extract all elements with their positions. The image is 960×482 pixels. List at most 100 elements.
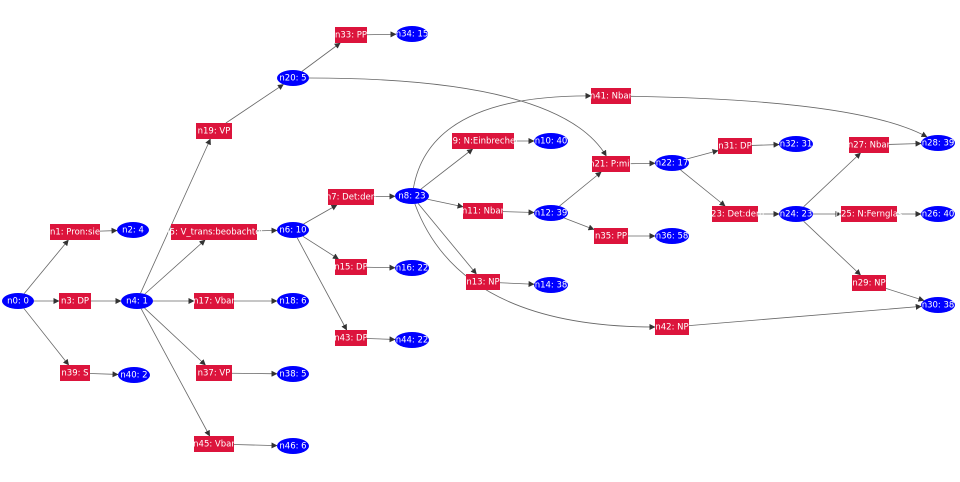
edge-n4-n37 [144,307,206,366]
category-node-shape [196,365,232,381]
edge-n27-n28 [888,140,922,147]
node-n41: n41: Nbar [590,88,633,104]
edge-n12-n35 [564,217,595,231]
node-n5: n5: V_trans:beobachtet [164,224,264,240]
node-n14: n14: 38 [534,277,568,293]
edge-layer [23,31,928,449]
node-n23: n23: Det:dem [706,206,764,222]
edge-n45-n46 [233,442,278,449]
edge-n6-n7 [303,204,338,225]
node-n0: n0: 0 [2,293,34,309]
node-n4: n4: 1 [121,293,153,309]
edge-n13-n14 [499,281,535,288]
category-node-shape [171,224,257,240]
value-node-shape [117,222,149,238]
category-node-shape [194,436,234,452]
node-n20: n20: 5 [277,70,309,86]
category-node-shape [335,259,367,275]
edge-n6-n15 [302,235,339,260]
value-node-shape [2,293,34,309]
node-n3: n3: DP [59,293,91,309]
node-label: n3: DP [61,297,89,307]
node-label: n43: DP [334,334,367,344]
value-node-shape [534,133,568,149]
node-label: n45: Vbar [193,440,235,450]
value-node-shape [655,228,689,244]
value-node-shape [534,205,568,221]
category-node-shape [849,137,889,153]
node-label: n10: 40 [535,137,568,147]
node-label: n33: PP [335,31,367,41]
node-label: n20: 5 [279,74,306,84]
edge-n29-n30 [885,288,925,302]
node-label: n39: S [61,369,88,379]
edge-n22-n23 [680,169,726,207]
node-label: n31: DP [718,142,751,152]
edge-n31-n32 [751,141,780,148]
edge-n39-n40 [89,371,119,378]
node-n28: n28: 39 [921,135,955,151]
node-n33: n33: PP [335,27,367,43]
node-label: n35: PP [595,232,627,242]
node-label: n38: 5 [279,370,306,380]
value-node-shape [921,297,955,313]
node-n38: n38: 5 [277,366,309,382]
node-n46: n46: 6 [277,438,309,454]
value-node-shape [277,70,309,86]
value-node-shape [779,206,813,222]
node-label: n24: 23 [780,210,813,220]
node-n39: n39: S [60,365,90,381]
category-node-shape [60,365,90,381]
category-node-shape [592,156,630,172]
node-n26: n26: 40 [921,206,955,222]
node-n13: n13: NP [466,274,500,290]
node-label: n26: 40 [922,210,955,220]
edge-n0-n1 [23,239,69,294]
value-node-shape [534,277,568,293]
edge-n41-n28 [630,95,928,138]
node-n27: n27: Nbar [848,137,891,153]
node-n19: n19: VP [196,123,232,139]
node-n24: n24: 23 [779,206,813,222]
category-node-shape [463,203,503,219]
edge-n20-n33 [301,42,341,72]
value-node-shape [655,155,689,171]
node-n17: n17: Vbar [193,293,235,309]
node-n42: n42: NP [655,319,689,335]
value-node-shape [118,367,150,383]
node-label: n34: 15 [396,30,429,40]
edge-n42-n30 [688,303,922,326]
category-node-shape [59,293,91,309]
category-node-shape [50,224,100,240]
node-label: n40: 2 [120,371,147,381]
node-label: n30: 38 [922,301,955,311]
node-label: n29: NP [852,279,885,289]
node-label: n27: Nbar [848,141,891,151]
edge-n8-n13 [417,203,477,275]
node-label: n21: P:mit [589,160,633,170]
category-node-shape [718,138,752,154]
node-n43: n43: DP [334,330,368,346]
node-label: n41: Nbar [590,92,633,102]
node-n30: n30: 38 [921,297,955,313]
node-n45: n45: Vbar [193,436,235,452]
category-node-shape [712,206,758,222]
edge-n8-n42 [414,203,656,330]
category-node-shape [655,319,689,335]
node-label: n22: 17 [656,159,689,169]
node-label: n9: N:Einbrecher [447,137,519,147]
edge-n4-n45 [140,308,211,437]
node-n35: n35: PP [594,228,628,244]
category-node-shape [841,206,897,222]
value-node-shape [779,136,813,152]
edge-n8-n11 [427,198,464,209]
value-node-shape [121,293,153,309]
edge-n6-n43 [296,237,348,331]
node-label: n44: 22 [396,336,429,346]
node-n16: n16: 22 [395,260,429,276]
category-node-shape [335,27,367,43]
node-label: n18: 6 [279,297,306,307]
edge-n19-n20 [225,84,284,124]
